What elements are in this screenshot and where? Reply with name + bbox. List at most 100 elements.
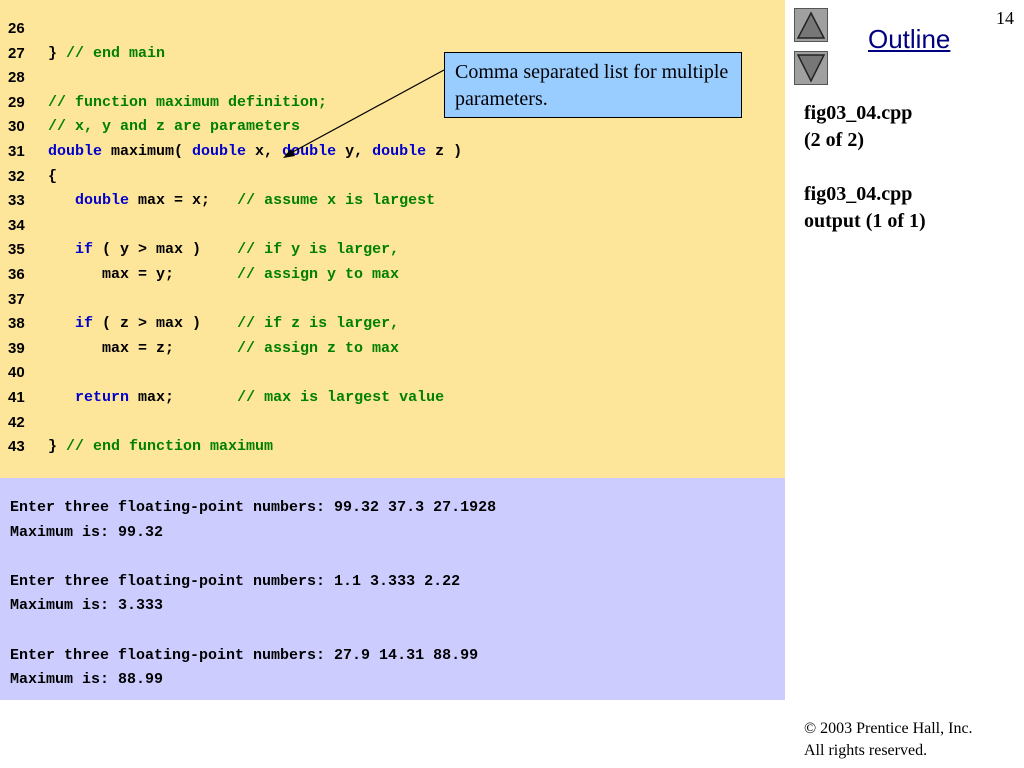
line-number: 35 — [8, 241, 25, 259]
code-comment: // assume x is largest — [237, 192, 436, 210]
output-line: Maximum is: 3.333 — [10, 597, 164, 615]
line-number: 29 — [8, 93, 25, 111]
code-text: max = y; // assign y to max — [48, 263, 399, 287]
line-number: 33 — [8, 192, 25, 210]
code-line: 38 if ( z > max ) // if z is larger, — [0, 312, 785, 336]
line-number: 43 — [8, 438, 25, 456]
code-comment: // function maximum definition; — [48, 93, 328, 111]
code-token — [48, 315, 75, 332]
code-line: 43} // end function maximum — [0, 435, 785, 459]
line-number: 40 — [8, 364, 25, 382]
code-token: ( y > max ) — [93, 241, 238, 259]
code-keyword: if — [75, 315, 94, 333]
code-text: // x, y and z are parameters — [48, 115, 300, 139]
output-line: Maximum is: 99.32 — [10, 523, 164, 541]
code-keyword: double — [192, 143, 247, 160]
code-line: 28 — [0, 66, 785, 90]
code-token: } — [48, 438, 67, 456]
code-comment: // max is largest value — [237, 389, 445, 406]
code-token — [48, 241, 75, 258]
code-text: double maximum( double x, double y, doub… — [48, 140, 462, 164]
output-part-label: output (1 of 1) — [804, 210, 926, 232]
code-comment: // end main — [66, 44, 166, 62]
code-keyword: double — [48, 143, 103, 160]
code-line: 42 — [0, 411, 785, 435]
program-output-panel: Enter three floating-point numbers: 99.3… — [0, 478, 785, 700]
slide-number: 14 — [996, 8, 1014, 28]
outline-link[interactable]: Outline — [868, 24, 951, 54]
code-line: 30 // x, y and z are parameters — [0, 115, 785, 139]
output-line: Enter three floating-point numbers: 27.9… — [10, 646, 479, 664]
code-keyword: return — [75, 389, 130, 406]
code-token: { — [48, 167, 58, 185]
line-number: 26 — [8, 20, 25, 37]
code-text: // function maximum definition; — [48, 91, 327, 115]
code-keyword: if — [75, 241, 94, 259]
code-token: x, — [246, 143, 283, 160]
line-number: 32 — [8, 167, 25, 185]
file-part-label: (2 of 2) — [804, 129, 864, 151]
line-number: 37 — [8, 290, 25, 308]
output-line: Enter three floating-point numbers: 99.3… — [10, 499, 497, 516]
code-text: max = z; // assign z to max — [48, 337, 399, 361]
code-token — [48, 192, 75, 209]
code-token: max; — [129, 389, 238, 406]
code-line: 31 double maximum( double x, double y, do… — [0, 140, 785, 164]
output-line: Maximum is: 88.99 — [10, 671, 164, 689]
code-line: 35 if ( y > max ) // if y is larger, — [0, 238, 785, 262]
code-line: 39 max = z; // assign z to max — [0, 337, 785, 361]
code-comment: // if z is larger, — [237, 315, 400, 333]
line-number: 41 — [8, 389, 25, 406]
line-number: 39 — [8, 339, 25, 357]
code-comment: // assign z to max — [237, 339, 400, 357]
next-slide-button[interactable] — [794, 51, 828, 85]
code-line: 26 — [0, 17, 785, 41]
code-text: return max; // max is largest value — [48, 386, 444, 410]
line-number: 36 — [8, 266, 25, 283]
code-comment: // end function maximum — [66, 438, 274, 456]
code-token: max = x; — [129, 192, 238, 210]
code-keyword: double — [282, 143, 337, 160]
code-line: 37 — [0, 288, 785, 312]
previous-slide-button[interactable] — [794, 8, 828, 42]
code-text: double max = x; // assume x is largest — [48, 189, 435, 213]
code-token — [48, 389, 75, 406]
code-line: 41 return max; // max is largest value — [0, 386, 785, 410]
copyright-notice: © 2003 Prentice Hall, Inc. All rights re… — [804, 718, 973, 762]
code-text: } // end function maximum — [48, 435, 273, 459]
line-number: 28 — [8, 69, 25, 87]
callout-box: Comma separated list for multiple parame… — [444, 52, 742, 118]
code-token: max = y; — [48, 266, 238, 283]
line-number: 27 — [8, 44, 25, 62]
code-comment: // assign y to max — [237, 266, 400, 283]
code-line: 33 double max = x; // assume x is larges… — [0, 189, 785, 213]
copyright-line: © 2003 Prentice Hall, Inc. — [804, 720, 973, 737]
output-file-label: fig03_04.cpp — [804, 183, 913, 205]
code-text: } // end main — [48, 42, 165, 66]
code-keyword: double — [75, 192, 130, 210]
triangle-down-icon — [796, 54, 826, 83]
code-line: 40 — [0, 361, 785, 385]
code-line: 34 — [0, 214, 785, 238]
triangle-up-icon — [796, 11, 826, 39]
code-token: y, — [336, 143, 373, 160]
line-number: 34 — [8, 216, 25, 234]
code-line: 32 { — [0, 165, 785, 189]
code-token: ( z > max ) — [93, 315, 238, 333]
code-line: 27} // end main — [0, 42, 785, 66]
line-number: 30 — [8, 118, 25, 136]
rights-line: All rights reserved. — [804, 742, 928, 759]
code-text: { — [48, 165, 57, 189]
line-number: 42 — [8, 413, 25, 431]
code-keyword: double — [372, 143, 427, 160]
output-line: Enter three floating-point numbers: 1.1 … — [10, 572, 461, 590]
code-comment: // if y is larger, — [237, 241, 400, 259]
code-text: if ( z > max ) // if z is larger, — [48, 312, 399, 336]
code-token: maximum( — [102, 143, 193, 160]
line-number: 31 — [8, 143, 25, 160]
code-text: if ( y > max ) // if y is larger, — [48, 238, 399, 262]
code-token: z ) — [426, 143, 463, 160]
code-comment: // x, y and z are parameters — [48, 118, 301, 136]
code-line: 36 max = y; // assign y to max — [0, 263, 785, 287]
code-token: } — [48, 44, 67, 62]
